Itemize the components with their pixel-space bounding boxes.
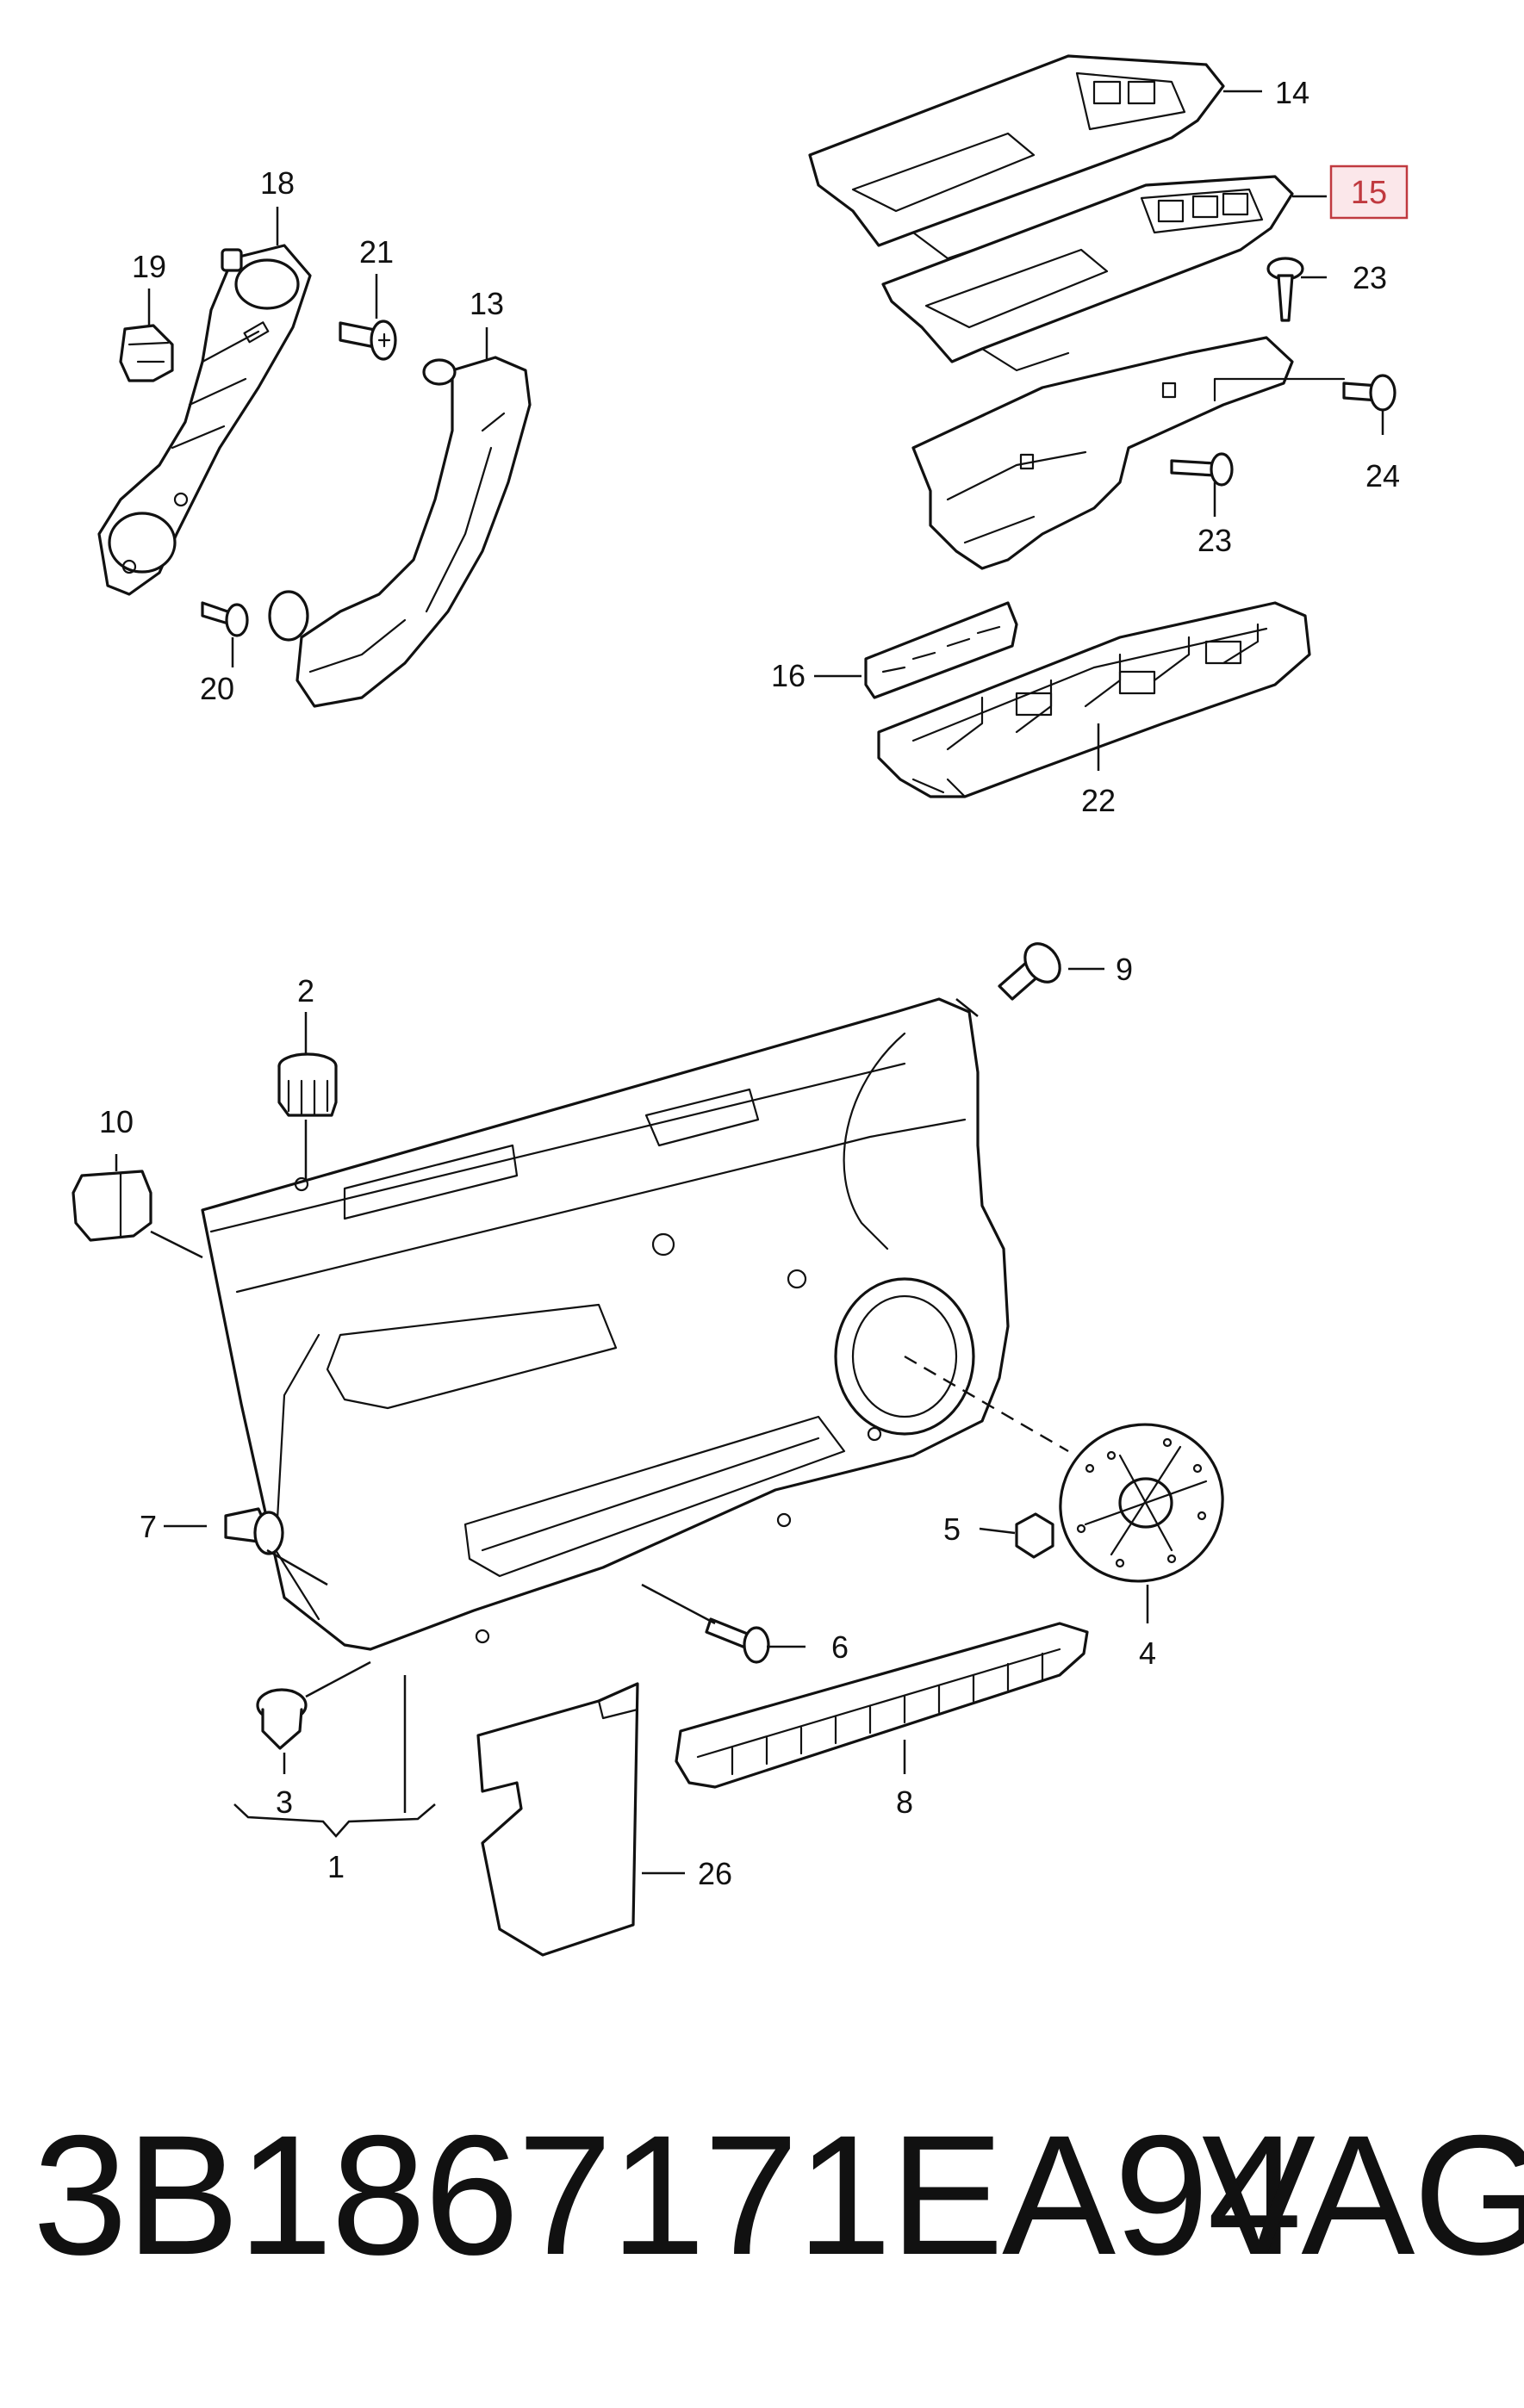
cap-2 (277, 1052, 338, 1117)
brand-name: VAG (1202, 2100, 1524, 2290)
clip-19 (119, 324, 174, 382)
cover-10 (72, 1170, 152, 1242)
speaker-4 (1059, 1423, 1224, 1583)
screw-20 (201, 601, 249, 637)
clip-3 (256, 1688, 308, 1750)
guide-24 (1213, 377, 1346, 402)
grip-handle-13 (268, 356, 532, 708)
screw-24 (1342, 374, 1396, 412)
callout-13: 13 (470, 286, 504, 321)
callout-15: 15 (1351, 175, 1387, 211)
screw-23-lower (1170, 452, 1234, 487)
callout-7: 7 (140, 1509, 157, 1544)
clip-7 (224, 1507, 284, 1555)
leaders-bottom (115, 967, 1149, 1875)
switch-bezel-15 (881, 175, 1294, 372)
insulation-pad-26 (476, 1682, 639, 1957)
callout-5: 5 (943, 1511, 961, 1547)
callout-1: 1 (327, 1849, 345, 1884)
clip-16 (864, 601, 1018, 699)
callout-16: 16 (771, 658, 806, 693)
callout-23b: 23 (1197, 523, 1232, 558)
footer: 3B1867171EA94 VAG (0, 2110, 1524, 2368)
callout-8: 8 (896, 1784, 913, 1820)
callout-3: 3 (276, 1784, 293, 1820)
callout-labels: 18 19 21 13 20 14 15 23 24 23 16 22 9 2 … (99, 75, 1400, 1891)
speaker-axis (904, 1355, 1069, 1453)
callout-4: 4 (1139, 1635, 1156, 1671)
screw-6 (705, 1617, 770, 1664)
callout-20: 20 (200, 671, 234, 706)
door-trim-panel-1 (201, 997, 1010, 1651)
callout-24: 24 (1365, 458, 1400, 493)
part-number: 3B1867171EA94 (33, 2100, 1302, 2290)
callout-19: 19 (132, 249, 166, 284)
callout-18: 18 (260, 165, 295, 201)
callout-2: 2 (297, 973, 314, 1009)
callout-14: 14 (1275, 75, 1309, 110)
leaders-top-right (814, 90, 1384, 771)
nut-5 (1015, 1512, 1054, 1559)
seal-strip-8 (675, 1622, 1089, 1789)
armrest-trim (911, 336, 1294, 570)
callout-15-highlight (1329, 164, 1409, 220)
leaders-top-left (147, 207, 488, 667)
switch-housing-22 (877, 601, 1311, 798)
callout-10: 10 (99, 1104, 134, 1139)
handle-bracket-18 (97, 244, 312, 596)
callout-6: 6 (831, 1629, 849, 1665)
screw-21 (339, 320, 397, 361)
callout-23a: 23 (1353, 260, 1387, 295)
callout-21: 21 (359, 234, 394, 270)
screw-9 (998, 942, 1061, 1001)
callout-22: 22 (1081, 783, 1116, 818)
switch-bezel-14 (808, 54, 1225, 260)
callout-26: 26 (698, 1856, 732, 1891)
screw-23-upper (1266, 257, 1304, 322)
callout-9: 9 (1116, 952, 1133, 987)
